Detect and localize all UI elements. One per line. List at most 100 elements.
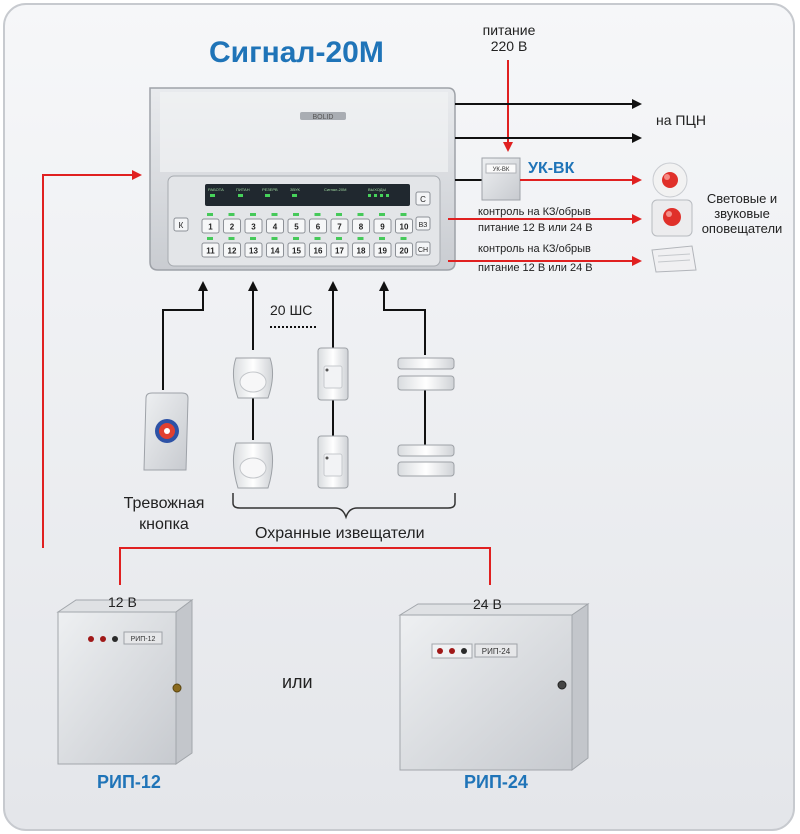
line1-power-label: питание 12 В или 24 В	[478, 222, 593, 234]
ukvk-device: УК-ВК	[481, 157, 521, 201]
slim-detector-2	[317, 435, 349, 489]
keypad-key-7: 7	[330, 213, 349, 234]
siren-device-3	[651, 245, 697, 273]
keypad-key-label: 6	[316, 223, 321, 232]
magnetic-contact-2	[397, 444, 455, 477]
keypad-key-label: 2	[230, 223, 235, 232]
diagram-title: Сигнал-20М	[209, 36, 384, 69]
psu-to-controller-wire	[42, 170, 142, 548]
display-label-sound: ЗВУК	[290, 187, 300, 192]
keypad-key-10: 10	[395, 213, 413, 234]
power-label: питание 220 В	[468, 22, 550, 54]
keypad-key-2: 2	[223, 213, 241, 234]
pcn-label: на ПЦН	[656, 112, 706, 128]
display-label-work: РАБОТА	[208, 187, 224, 192]
line2-power-label: питание 12 В или 24 В	[478, 262, 593, 274]
keypad-key-label: 7	[337, 223, 342, 232]
keypad-key-label: 5	[294, 223, 299, 232]
power-label-line-1: питание	[482, 22, 536, 38]
keypad-key-4: 4	[266, 213, 284, 234]
keypad-key-label: 20	[400, 247, 409, 256]
keypad-key-20: 20	[395, 237, 413, 258]
siren-device-2	[651, 199, 693, 237]
line2-control-label: контроль на КЗ/обрыв	[478, 243, 591, 255]
keypad-key-label: 18	[357, 247, 366, 256]
keypad-key-12: 12	[223, 237, 241, 258]
panic-button-label: Тревожная кнопка	[104, 494, 224, 536]
detectors-label: Охранные извещатели	[255, 525, 425, 542]
keypad-key-label: 11	[206, 247, 215, 256]
keypad-key-label: 16	[314, 247, 323, 256]
keypad-key-9: 9	[373, 213, 392, 234]
keypad-key-14: 14	[266, 237, 284, 258]
left-key-k: К	[173, 217, 189, 232]
notifiers-label-line-3: оповещатели	[701, 220, 783, 236]
side-key-sn: СН	[415, 241, 431, 256]
svg-text:С: С	[420, 195, 426, 204]
brand-plate	[300, 112, 346, 120]
keypad-row-2: 11 12 13 14 15 16 17 18 19 20	[201, 237, 413, 258]
line1-control-label: контроль на КЗ/обрыв	[478, 206, 591, 218]
panic-label-line-1: Тревожная	[123, 495, 205, 512]
panic-button-device	[143, 392, 189, 471]
keypad-key-label: 8	[359, 223, 364, 232]
side-key-vz: ВЗ	[415, 216, 431, 231]
keypad-key-8: 8	[352, 213, 370, 234]
keypad-key-3: 3	[244, 213, 263, 234]
rip-12-label: РИП-12	[97, 772, 161, 792]
keypad-key-label: 1	[208, 223, 213, 232]
notifiers-label-line-2: звуковые	[714, 205, 770, 221]
notifiers-label: Световые и звуковые оповещатели	[692, 191, 792, 237]
keypad-key-label: 10	[400, 223, 409, 232]
pir-detector-1	[232, 357, 274, 399]
display-label-outputs: ВЫХОДЫ	[368, 187, 386, 192]
keypad-key-label: 19	[378, 247, 387, 256]
rip-24-voltage-label: 24 В	[473, 596, 502, 612]
rip-24-label: РИП-24	[464, 772, 528, 792]
notifiers-label-line-1: Световые и	[706, 191, 778, 206]
keypad-key-label: 12	[228, 247, 237, 256]
keypad-key-6: 6	[309, 213, 327, 234]
detectors-brace	[232, 493, 456, 520]
svg-text:СН: СН	[418, 247, 428, 254]
display-label-reserve: РЕЗЕРВ	[262, 187, 278, 192]
ukvk-label: УК-ВК	[528, 160, 575, 177]
rip-12-plate-text: РИП-12	[131, 636, 156, 643]
keypad-key-17: 17	[330, 237, 349, 258]
keypad-key-16: 16	[309, 237, 327, 258]
shs-label: 20 ШС	[270, 302, 313, 318]
ukvk-device-text: УК-ВК	[493, 167, 510, 173]
side-key-c: С	[415, 191, 431, 206]
svg-text:К: К	[179, 221, 184, 230]
keypad-key-1: 1	[201, 213, 220, 234]
keypad-row-1: 1 2 3 4 5 6 7 8 9 10	[201, 213, 413, 234]
keypad-key-label: 15	[292, 247, 301, 256]
svg-text:ВЗ: ВЗ	[419, 222, 428, 229]
keypad-key-label: 4	[273, 223, 278, 232]
keypad-key-19: 19	[373, 237, 392, 258]
magnetic-contact-wire	[379, 281, 426, 355]
keypad-key-label: 9	[380, 223, 385, 232]
display-label-model: Сигнал-20М	[324, 187, 346, 192]
or-label: или	[282, 672, 313, 692]
signal-20m-controller: BOLID РАБОТА ПИТАН РЕЗЕРВ ЗВУК Сигнал-20…	[149, 87, 456, 271]
rip-12-voltage-label: 12 В	[108, 594, 137, 610]
power-label-line-2: 220 В	[490, 38, 528, 55]
keypad-key-5: 5	[287, 213, 306, 234]
keypad-key-label: 3	[251, 223, 256, 232]
rip-24-device: РИП-24	[398, 603, 590, 771]
pir-detector-2	[232, 442, 274, 489]
keypad-key-label: 13	[249, 247, 258, 256]
magnetic-contact-1	[397, 357, 455, 391]
display-label-power: ПИТАН	[236, 187, 250, 192]
keypad-key-18: 18	[352, 237, 370, 258]
panic-button-wire	[162, 281, 208, 390]
keypad-key-13: 13	[244, 237, 263, 258]
keypad-key-label: 14	[271, 247, 280, 256]
indicator-display	[205, 184, 410, 206]
keypad-key-15: 15	[287, 237, 306, 258]
siren-device-1	[652, 162, 688, 198]
slim-detector-1	[317, 347, 349, 401]
